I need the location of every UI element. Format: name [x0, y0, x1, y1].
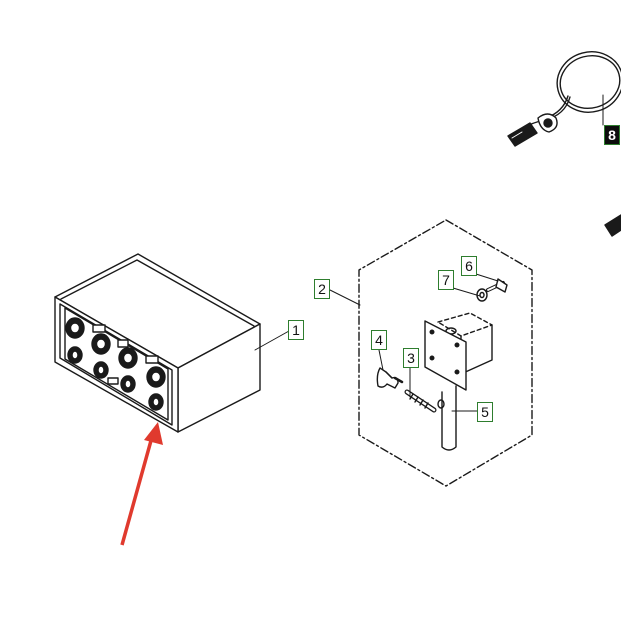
callout-part-7[interactable]: 7	[438, 270, 454, 290]
callout-part-2[interactable]: 2	[314, 279, 330, 299]
pointer-arrow	[120, 422, 163, 546]
connector-group	[65, 317, 166, 411]
bracket-assembly	[424, 312, 493, 451]
cable-assembly	[507, 51, 621, 237]
leader-lines	[254, 94, 604, 412]
callout-part-5[interactable]: 5	[477, 402, 493, 422]
wing-knob	[376, 367, 404, 389]
mounting-kit-boundary	[358, 219, 533, 487]
callout-part-8[interactable]: 8	[604, 125, 620, 145]
control-box	[54, 253, 261, 433]
callout-part-3[interactable]: 3	[403, 348, 419, 368]
bolt-and-washer	[476, 278, 508, 302]
callout-part-4[interactable]: 4	[371, 330, 387, 350]
threaded-screw	[404, 389, 437, 413]
callout-part-6[interactable]: 6	[461, 256, 477, 276]
callout-part-1[interactable]: 1	[288, 320, 304, 340]
